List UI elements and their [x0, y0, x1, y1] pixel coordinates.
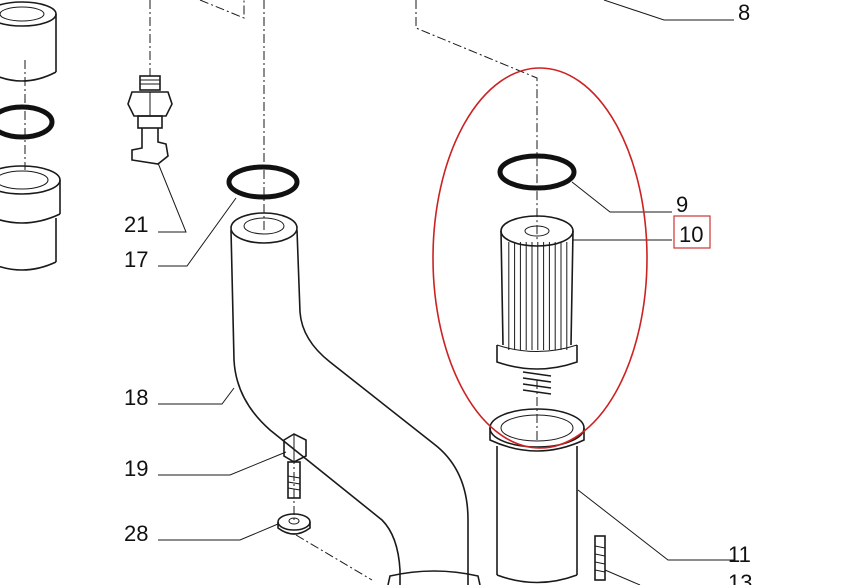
- callout-10-highlight-box: [673, 215, 711, 249]
- callout-19: 19: [124, 456, 148, 481]
- leader-21: [157, 162, 187, 233]
- leader-19: [158, 451, 287, 476]
- highlight-ellipse: [432, 67, 648, 449]
- leader-11: [577, 489, 734, 561]
- callout-28: 28: [124, 521, 148, 546]
- callout-8: 8: [738, 0, 750, 25]
- callout-11: 11: [728, 542, 751, 567]
- callout-18: 18: [124, 385, 148, 410]
- leader-13: [604, 569, 641, 585]
- part-21-sensor: [127, 75, 173, 165]
- callout-21: 21: [124, 212, 148, 237]
- part-11-filter-housing: [489, 408, 585, 584]
- leader-9: [571, 181, 672, 213]
- part-17-o-ring: [226, 164, 300, 200]
- left-o-ring: [0, 104, 55, 140]
- part-18-hose: [230, 212, 469, 585]
- part-28-washer: [277, 513, 311, 535]
- left-lower-bushing: [0, 165, 61, 271]
- hose-clamp-bottom: [387, 570, 481, 585]
- callout-17: 17: [124, 247, 148, 272]
- leader-17: [158, 197, 237, 267]
- part-19-bolt: [283, 433, 307, 499]
- callout-13: 13: [728, 570, 752, 585]
- callout-10: 10: [679, 222, 703, 247]
- leader-8: [603, 0, 734, 21]
- leader-18: [158, 387, 235, 405]
- part-10-filter-element: [496, 215, 578, 370]
- filter-spring: [522, 371, 552, 395]
- part-9-o-ring: [497, 153, 577, 191]
- left-upper-bushing: [0, 1, 57, 82]
- leader-28: [158, 523, 279, 541]
- part-13-stud: [594, 535, 606, 581]
- callout-9: 9: [676, 192, 688, 217]
